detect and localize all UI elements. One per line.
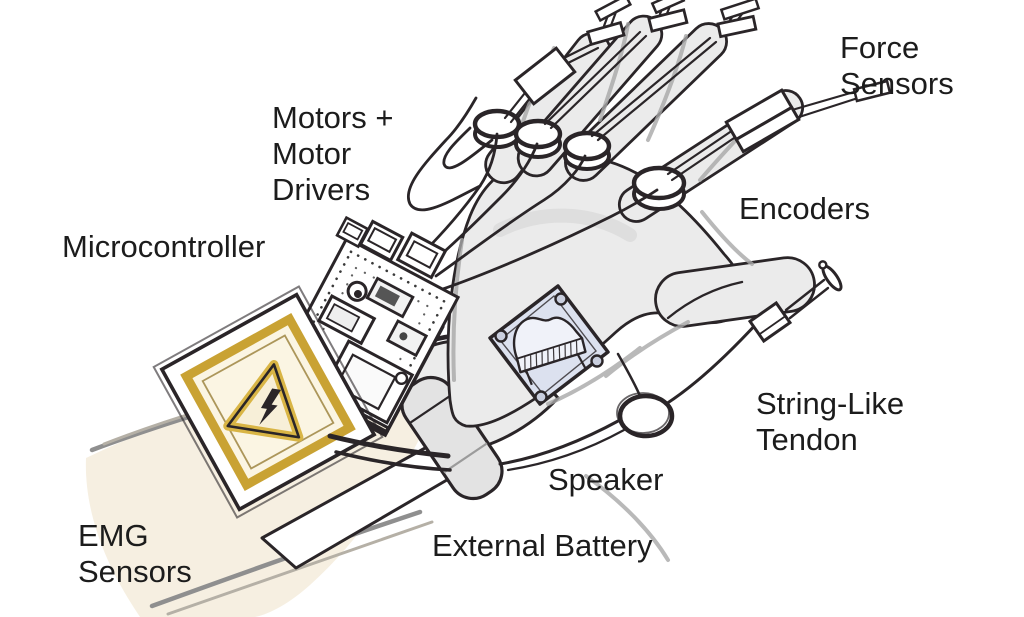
strap-end-bar-1 bbox=[593, 0, 633, 23]
strap-end-bar-4 bbox=[852, 79, 892, 103]
force-sensor-pad-middle-tip bbox=[647, 8, 689, 33]
label-string-tendon: String-Like Tendon bbox=[756, 386, 905, 457]
board-rails bbox=[327, 433, 452, 472]
encoder-disc-3 bbox=[562, 130, 612, 171]
label-force-sensors: Force Sensors bbox=[840, 30, 954, 101]
tendon-buckle bbox=[747, 300, 793, 344]
speaker-plate bbox=[488, 284, 610, 406]
tendon-ring bbox=[617, 393, 675, 439]
encoder-disc-4 bbox=[631, 165, 687, 211]
label-microcontroller: Microcontroller bbox=[62, 229, 266, 264]
force-sensor-pad-ring-tip bbox=[716, 14, 758, 39]
label-external-battery: External Battery bbox=[432, 528, 653, 563]
high-voltage-icon bbox=[223, 359, 304, 442]
lightning-bolt-icon bbox=[259, 388, 282, 425]
emg-sensor-box bbox=[152, 285, 384, 519]
label-encoders: Encoders bbox=[739, 191, 870, 226]
motor-driver-connectors bbox=[335, 215, 448, 280]
strap-end-bar-3 bbox=[719, 0, 761, 21]
pcb-components bbox=[316, 276, 429, 425]
force-sensor-pad-index-mid bbox=[513, 46, 577, 106]
label-motors-drivers: Motors + Motor Drivers bbox=[272, 100, 394, 207]
thumb-crease bbox=[666, 280, 744, 320]
strap-end-bar-2 bbox=[650, 0, 686, 15]
label-speaker: Speaker bbox=[548, 462, 664, 497]
label-emg-sensors: EMG Sensors bbox=[78, 518, 192, 589]
force-sensor-pad-pinky bbox=[724, 88, 801, 154]
force-sensor-pad-index-tip bbox=[585, 20, 626, 47]
force-sensor-pads bbox=[513, 0, 892, 154]
piano-icon bbox=[513, 316, 587, 386]
tendon-assembly bbox=[498, 260, 843, 472]
screw-icon bbox=[494, 292, 604, 404]
encoder-discs bbox=[472, 108, 687, 211]
tendon-anchor bbox=[818, 260, 843, 292]
